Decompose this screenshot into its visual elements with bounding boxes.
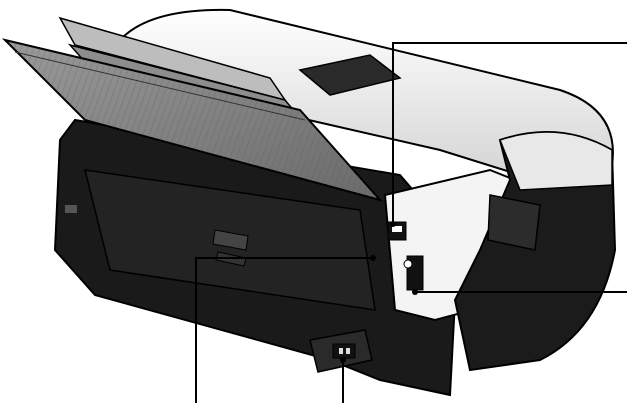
callout-rear-cover-tab [195,257,373,403]
top-handle [298,54,402,96]
power-connector [332,343,356,359]
side-vent [65,205,77,213]
paper-tray [1,38,383,202]
right-casing [453,131,617,372]
rear-cover-tab [212,229,249,251]
power-connector-area [309,329,373,373]
callout-usb-port [392,42,627,222]
callout-lines [195,42,627,403]
